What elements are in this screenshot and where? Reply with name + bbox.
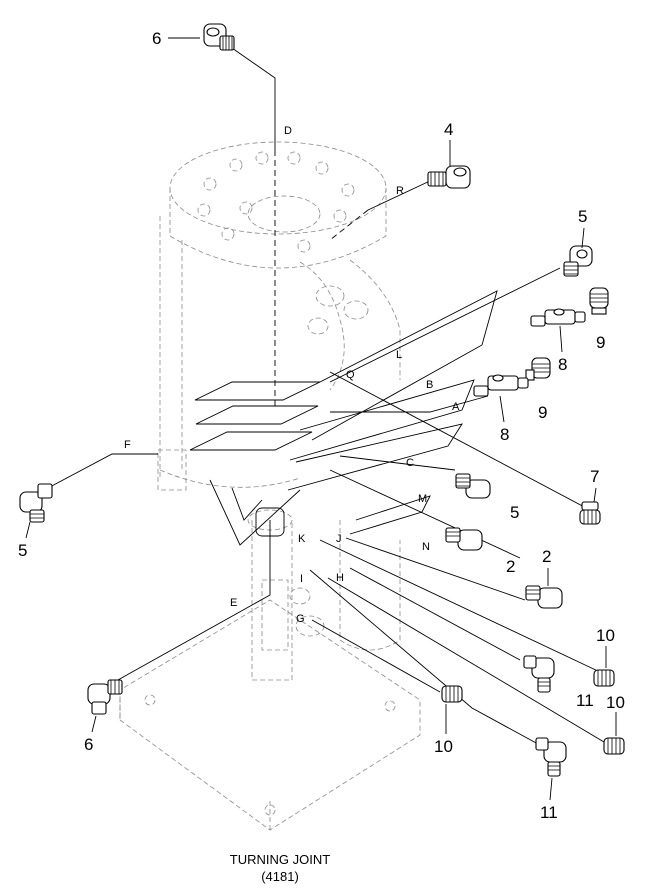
part-label: 9 (596, 333, 605, 352)
connector-10-c (603, 737, 625, 755)
line-label: D (284, 125, 292, 137)
hose-route-lines (47, 47, 605, 745)
elbow-fitting-6-top (203, 23, 235, 51)
part-label: 10 (434, 737, 453, 756)
part-label: 2 (506, 557, 515, 576)
line-label: Q (346, 369, 355, 381)
line-label: K (298, 533, 306, 545)
elbow-fitting-11-a (523, 655, 555, 693)
elbow-fitting-2-a (445, 527, 483, 551)
line-label: J (336, 533, 342, 545)
line-label: M (418, 493, 427, 505)
elbow-fitting-5-left (19, 483, 53, 523)
cap-9-lower (525, 357, 551, 381)
part-label: 6 (84, 735, 93, 754)
connector-7 (579, 501, 601, 525)
line-label: H (336, 572, 344, 584)
connector-10-b (441, 685, 463, 703)
line-label: A (452, 401, 460, 413)
turning-joint-body-outline (119, 141, 421, 831)
part-label: 5 (18, 541, 27, 560)
line-letter-labels: D R L Q B A F C M N K J E I H G (124, 125, 460, 625)
part-label: 7 (590, 467, 599, 486)
line-label: N (422, 541, 430, 553)
line-label: G (296, 613, 305, 625)
part-label: 10 (606, 693, 625, 712)
elbow-fitting-5-right (563, 245, 593, 277)
part-label: 5 (510, 503, 519, 522)
part-label: 4 (444, 120, 453, 139)
line-label: L (396, 349, 402, 361)
elbow-fitting-2-b (525, 585, 563, 609)
elbow-fitting-6-bottom (87, 679, 123, 715)
elbow-fitting-5-mid (455, 473, 491, 499)
part-label: 10 (596, 626, 615, 645)
tee-fitting-8-lower (473, 374, 529, 397)
elbow-fitting-11-b (535, 737, 567, 777)
line-label: R (396, 185, 404, 197)
part-number-labels: 6 4 5 9 8 9 8 7 5 5 2 2 10 11 10 10 11 6 (18, 29, 625, 822)
elbow-fitting-4 (427, 165, 471, 189)
line-label: F (124, 439, 131, 451)
line-label: I (300, 573, 303, 585)
connector-10-a (593, 669, 615, 687)
line-label: B (426, 379, 433, 391)
part-label: 5 (578, 207, 587, 226)
part-label: 9 (538, 403, 547, 422)
part-label: 11 (576, 691, 594, 710)
line-label: C (406, 457, 414, 469)
port-plates (189, 290, 498, 546)
part-label: 11 (540, 803, 558, 822)
part-label: 8 (558, 355, 567, 374)
part-label: 2 (542, 547, 551, 566)
line-label: E (230, 597, 237, 609)
tee-fitting-8-upper (530, 308, 586, 327)
diagram-caption-code: (4181) (261, 869, 299, 884)
cap-9-upper (589, 287, 609, 315)
diagram-caption-title: TURNING JOINT (230, 852, 330, 867)
part-label: 6 (152, 29, 161, 48)
part-label: 8 (500, 425, 509, 444)
